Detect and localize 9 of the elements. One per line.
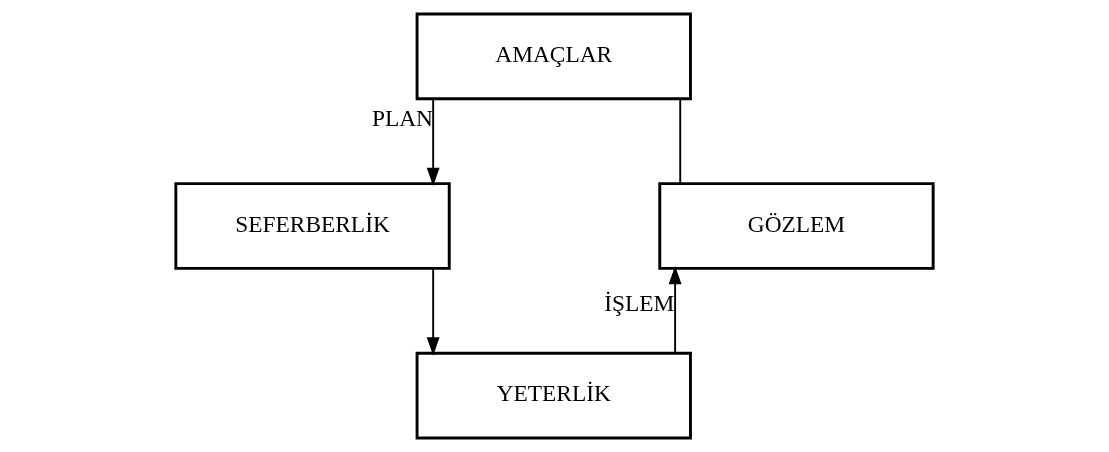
arrow xyxy=(426,267,440,356)
arrow xyxy=(668,265,682,354)
node-box: AMAÇLAR xyxy=(415,12,692,101)
node-box: SEFERBERLİK xyxy=(174,182,451,270)
connector xyxy=(679,98,682,185)
node-box: GÖZLEM xyxy=(658,182,935,270)
edge-label: İŞLEM xyxy=(604,289,675,316)
node-box: YETERLİK xyxy=(415,351,692,440)
arrow xyxy=(426,98,440,187)
